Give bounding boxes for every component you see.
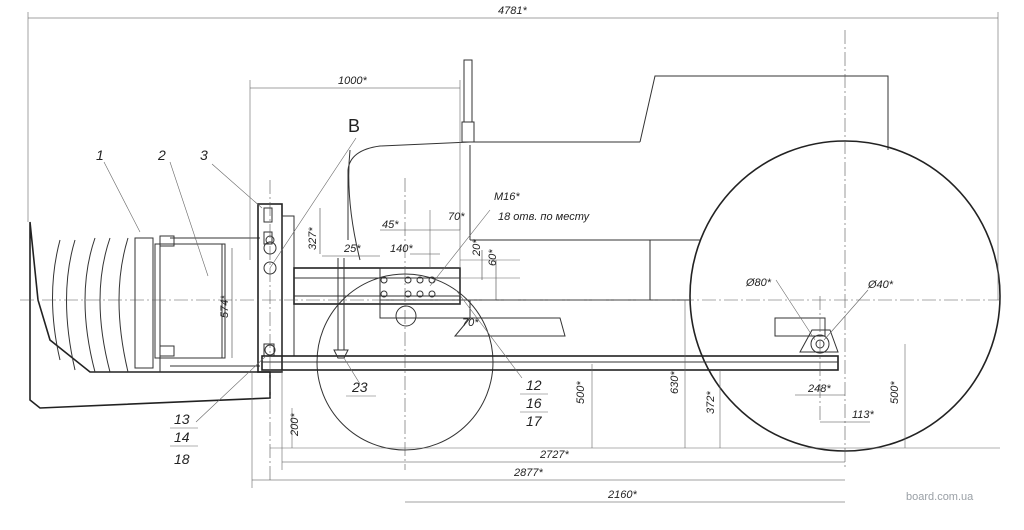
dim-45: 45* [382, 219, 399, 231]
callout-1: 1 [96, 147, 104, 163]
dim-4781: 4781* [498, 5, 527, 17]
dim-phi40: Ø40* [867, 279, 894, 291]
dim-2727: 2727* [539, 449, 569, 461]
callout-b: B [348, 116, 360, 136]
callout-holes-note: 18 отв. по месту [498, 211, 591, 223]
dim-1000: 1000* [338, 75, 367, 87]
dim-20: 20* [471, 239, 483, 257]
dim-574: 574* [219, 295, 231, 318]
dimension-lines [27, 12, 1000, 503]
callout-16: 16 [526, 395, 542, 411]
callout-3: 3 [200, 147, 208, 163]
callout-labels: 1 2 3 B M16* 18 отв. по месту 12 16 17 2… [96, 116, 591, 467]
dim-60: 60* [487, 249, 499, 266]
callout-2: 2 [157, 147, 166, 163]
callout-17: 17 [526, 413, 543, 429]
callout-m16: M16* [494, 191, 520, 203]
mount-frame [257, 203, 295, 373]
dim-phi80: Ø80* [745, 277, 772, 289]
dim-200: 200* [289, 413, 301, 437]
leader-lines [103, 137, 869, 447]
callout-13: 13 [174, 411, 190, 427]
dim-140: 140* [390, 243, 413, 255]
dim-327: 327* [307, 227, 319, 250]
dim-2877: 2877* [513, 467, 543, 479]
beams [261, 258, 839, 371]
callout-12: 12 [526, 377, 542, 393]
center-lines [20, 30, 1000, 480]
watermark: board.com.ua [906, 491, 974, 503]
dimension-labels: 4781* 1000* 327* 574* 25* 140* 45* 70* 2… [219, 5, 901, 501]
callout-18: 18 [174, 451, 190, 467]
callout-14: 14 [174, 429, 190, 445]
dim-372: 372* [705, 391, 717, 414]
dim-500-rear: 500* [889, 381, 901, 404]
callout-23: 23 [351, 379, 368, 395]
dozer-blade [29, 221, 271, 409]
dim-630: 630* [669, 371, 681, 394]
dim-500-front: 500* [575, 381, 587, 404]
dim-2160: 2160* [607, 489, 637, 501]
dim-25: 25* [343, 243, 361, 255]
dim-70-bottom: 70* [462, 317, 479, 329]
dim-70-top: 70* [448, 211, 465, 223]
dim-113: 113* [852, 409, 875, 421]
dim-248: 248* [807, 383, 831, 395]
